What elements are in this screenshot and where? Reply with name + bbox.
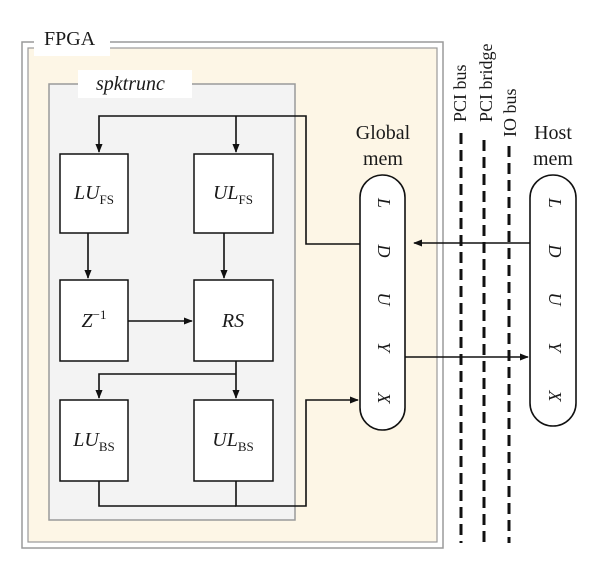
input-feed-line [95, 115, 360, 245]
rs-to-lu-bs-arrow [95, 373, 236, 399]
host-mem: Host mem L D U Y X [529, 122, 577, 427]
global-mem-capsule [359, 174, 406, 431]
block-rs-label: RS [221, 310, 244, 332]
block-ul-bs-subscript: BS [238, 439, 254, 454]
block-lu-bs: LUBS [59, 399, 129, 482]
host-mem-item-y: Y [545, 342, 565, 354]
host-mem-item-u: U [545, 293, 565, 307]
global-mem-item-x: X [374, 392, 394, 405]
host-mem-item-d: D [545, 244, 565, 258]
block-lu-bs-subscript: BS [99, 439, 115, 454]
host-mem-capsule [529, 174, 577, 427]
block-ul-fs-subscript: FS [239, 192, 253, 207]
global-mem-item-d: D [374, 244, 394, 258]
svg-text:Z−1: Z−1 [82, 307, 107, 332]
fpga-label: FPGA [44, 28, 96, 50]
svg-text:LUFS: LUFS [73, 182, 114, 207]
buses: PCI bus PCI bridge IO bus [450, 43, 520, 543]
global-mem-label-line2: mem [363, 148, 403, 170]
spktrunc-label: spktrunc [96, 73, 165, 95]
block-ul-bs-label: UL [212, 429, 238, 451]
global-mem-item-l: L [374, 197, 394, 208]
block-lu-fs-label: LU [73, 182, 101, 204]
global-mem: Global mem L D U Y X [356, 122, 411, 431]
io-bus-label: IO bus [500, 89, 520, 138]
lu-bs-output-line [98, 481, 236, 507]
host-mem-item-x: X [545, 390, 565, 403]
block-lu-fs-subscript: FS [100, 192, 114, 207]
svg-text:LUBS: LUBS [72, 429, 114, 454]
block-z-label: Z [82, 310, 94, 332]
svg-text:ULBS: ULBS [212, 429, 253, 454]
block-ul-bs: ULBS [193, 399, 274, 482]
block-ul-fs: ULFS [193, 153, 274, 234]
global-mem-item-y: Y [374, 342, 394, 354]
host-mem-item-l: L [545, 197, 565, 208]
connections [84, 115, 530, 507]
block-lu-fs: LUFS [59, 153, 129, 234]
block-ul-fs-label: UL [213, 182, 239, 204]
output-to-global-x-arrow [235, 396, 359, 507]
global-mem-label-line1: Global [356, 122, 411, 144]
block-z-inverse: Z−1 [59, 279, 129, 362]
pci-bus-label: PCI bus [450, 64, 470, 122]
block-lu-bs-label: LU [72, 429, 100, 451]
host-mem-label-line1: Host [534, 122, 572, 144]
pci-bridge-label: PCI bridge [476, 43, 496, 122]
block-z-superscript: −1 [93, 307, 107, 322]
block-rs: RS [193, 279, 274, 362]
global-mem-item-u: U [374, 293, 394, 307]
svg-text:ULFS: ULFS [213, 182, 253, 207]
host-mem-label-line2: mem [533, 148, 573, 170]
